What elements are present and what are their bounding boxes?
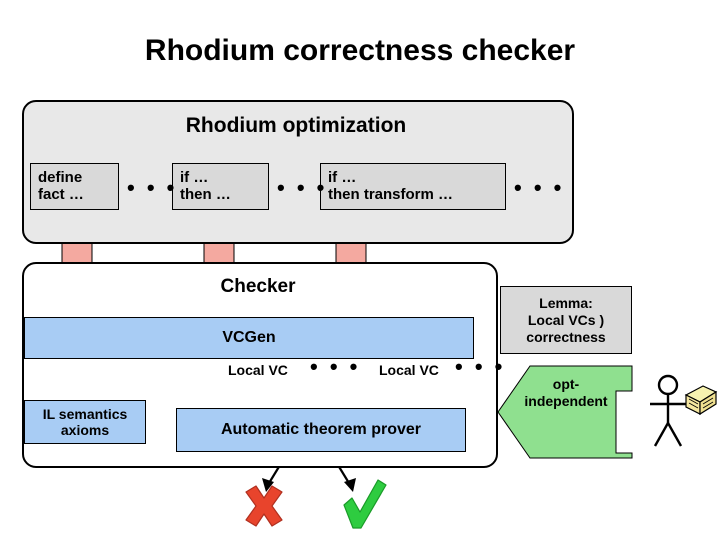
lemma-box: Lemma: Local VCs ) correctness [500, 286, 632, 354]
opt-independent-line1: opt- [552, 376, 580, 392]
rule-box-if-then-line2: then … [180, 186, 231, 203]
local-vc-label-1: Local VC [228, 362, 288, 378]
rule-box-if-then-transform-line2: then transform … [328, 186, 454, 203]
il-semantics-axioms-box: IL semantics axioms [24, 400, 146, 444]
rule-box-define-fact-line2: fact … [38, 186, 84, 203]
opt-independent-line2: independent [524, 393, 608, 409]
ellipsis-2: • • • [277, 175, 328, 200]
automatic-theorem-prover-box: Automatic theorem prover [176, 408, 466, 452]
vcgen-label: VCGen [222, 329, 276, 346]
local-vc-ellipsis-1: • • • [310, 354, 361, 379]
rule-box-if-then: if … then … [172, 163, 269, 210]
checker-title: Checker [220, 276, 296, 297]
il-semantics-line1: IL semantics [42, 406, 128, 422]
cross-mark-icon [245, 485, 283, 527]
ellipsis-1: • • • [127, 175, 178, 200]
lemma-line3: correctness [526, 328, 606, 345]
rule-box-if-then-transform: if … then transform … [320, 163, 506, 210]
check-mark-icon [343, 479, 387, 529]
rhodium-optimization-title: Rhodium optimization [185, 114, 407, 137]
page-title: Rhodium correctness checker [144, 34, 576, 67]
arrow-opt-independent [497, 365, 633, 459]
rule-box-if-then-line1: if … [180, 169, 209, 186]
local-vc-label-2: Local VC [379, 362, 439, 378]
ellipsis-3: • • • [514, 175, 565, 200]
lemma-line1: Lemma: [539, 294, 593, 311]
vcgen-box: VCGen [24, 317, 474, 359]
automatic-theorem-prover-label: Automatic theorem prover [220, 421, 422, 438]
lemma-line2: Local VCs ) [527, 311, 605, 328]
book-icon [684, 385, 718, 416]
stick-figure-icon [650, 374, 686, 447]
il-semantics-line2: axioms [60, 422, 110, 438]
opt-independent-label: opt- independent [505, 376, 627, 410]
rule-box-if-then-transform-line1: if … [328, 169, 357, 186]
rule-box-define-fact: define fact … [30, 163, 119, 210]
rule-box-define-fact-line1: define [38, 169, 83, 186]
local-vc-ellipsis-2: • • • [455, 354, 506, 379]
